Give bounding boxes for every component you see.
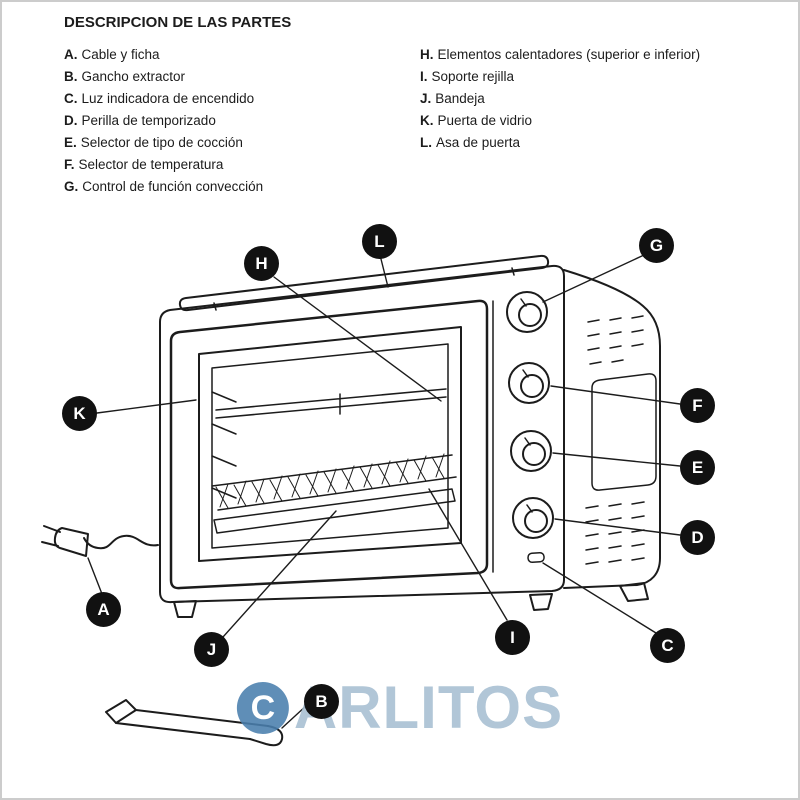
part-item-g: G.Control de función convección	[64, 176, 263, 198]
callout-badge-e: E	[680, 450, 715, 485]
part-label: Control de función convección	[82, 179, 264, 194]
parts-list-right: H.Elementos calentadores (superior e inf…	[420, 44, 700, 154]
part-letter: K.	[420, 113, 434, 128]
callout-badge-h: H	[244, 246, 279, 281]
part-label: Soporte rejilla	[431, 69, 515, 84]
part-item-j: J.Bandeja	[420, 88, 700, 110]
part-label: Elementos calentadores (superior e infer…	[437, 47, 701, 62]
part-letter: I.	[420, 69, 428, 84]
part-label: Puerta de vidrio	[437, 113, 533, 128]
callout-badge-f: F	[680, 388, 715, 423]
part-item-a: A.Cable y ficha	[64, 44, 263, 66]
callout-badge-a: A	[86, 592, 121, 627]
callout-badge-d: D	[680, 520, 715, 555]
part-item-h: H.Elementos calentadores (superior e inf…	[420, 44, 700, 66]
part-item-d: D.Perilla de temporizado	[64, 110, 263, 132]
page-title: DESCRIPCION DE LAS PARTES	[64, 14, 292, 31]
part-label: Luz indicadora de encendido	[81, 91, 255, 106]
watermark: C ARLITOS	[236, 674, 564, 741]
callout-badge-b: B	[304, 684, 339, 719]
watermark-logo-letter: C	[250, 688, 276, 727]
part-letter: L.	[420, 135, 432, 150]
part-letter: D.	[64, 113, 78, 128]
watermark-text: ARLITOS	[293, 674, 564, 741]
callout-badge-g: G	[639, 228, 674, 263]
part-label: Perilla de temporizado	[81, 113, 216, 128]
part-letter: F.	[64, 157, 75, 172]
part-letter: H.	[420, 47, 434, 62]
callout-badge-i: I	[495, 620, 530, 655]
part-item-l: L. Asa de puerta	[420, 132, 700, 154]
part-item-e: E.Selector de tipo de cocción	[64, 132, 263, 154]
part-letter: E.	[64, 135, 77, 150]
part-letter: B.	[64, 69, 78, 84]
callout-badge-c: C	[650, 628, 685, 663]
part-item-b: B.Gancho extractor	[64, 66, 263, 88]
part-item-c: C.Luz indicadora de encendido	[64, 88, 263, 110]
part-letter: A.	[64, 47, 78, 62]
watermark-logo: C	[236, 682, 289, 734]
part-letter: J.	[420, 91, 432, 106]
part-letter: G.	[64, 179, 79, 194]
part-label: Selector de tipo de cocción	[80, 135, 243, 150]
part-label: Asa de puerta	[436, 135, 521, 150]
part-label: Bandeja	[435, 91, 485, 106]
callout-badge-k: K	[62, 396, 97, 431]
callout-badge-j: J	[194, 632, 229, 667]
callout-badge-l: L	[362, 224, 397, 259]
part-label: Cable y ficha	[81, 47, 160, 62]
part-item-f: F.Selector de temperatura	[64, 154, 263, 176]
part-label: Gancho extractor	[81, 69, 186, 84]
part-letter: C.	[64, 91, 78, 106]
parts-list-left: A.Cable y ficha B.Gancho extractor C.Luz…	[64, 44, 263, 198]
part-label: Selector de temperatura	[78, 157, 224, 172]
part-item-i: I.Soporte rejilla	[420, 66, 700, 88]
part-item-k: K.Puerta de vidrio	[420, 110, 700, 132]
